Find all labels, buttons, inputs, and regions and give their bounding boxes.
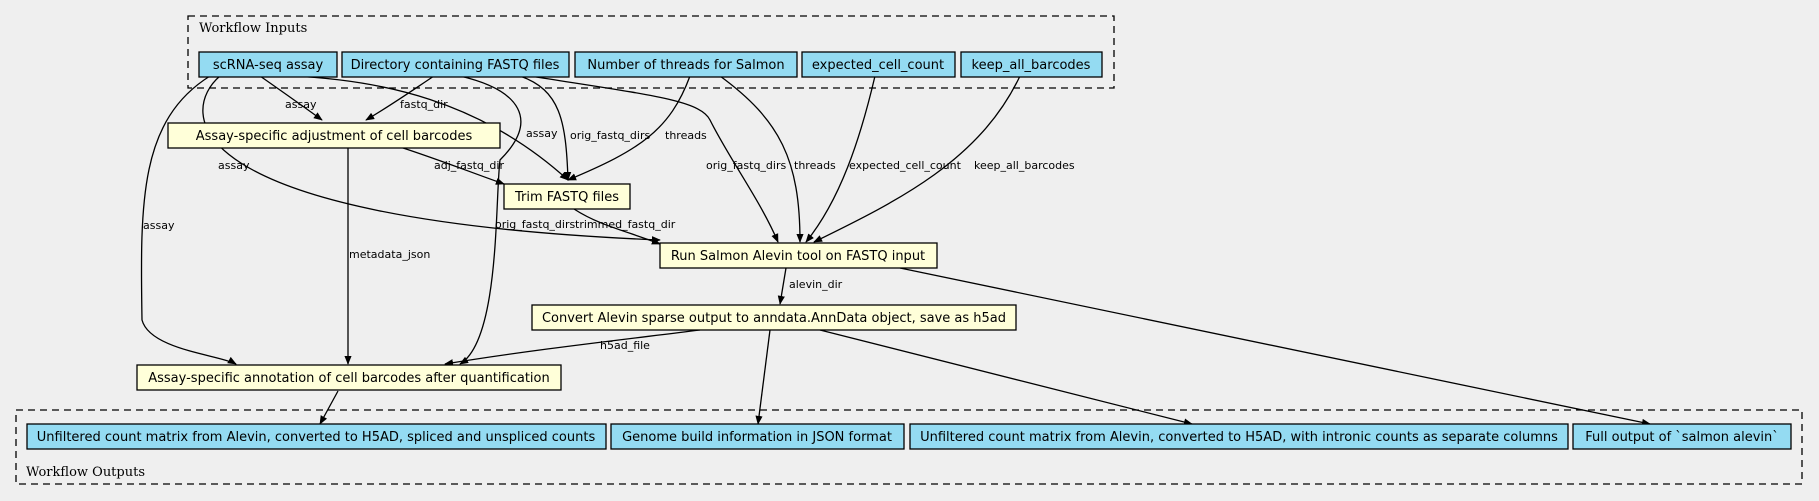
input-assay[interactable]: scRNA-seq assay (198, 51, 338, 78)
edge-label-trimmed-salmon: trimmed_fastq_dir (575, 218, 676, 231)
edge-label-assay-trim: assay (526, 127, 558, 140)
input-fastq-dir-label: Directory containing FASTQ files (351, 58, 560, 73)
outputs-cluster-label: Workflow Outputs (26, 465, 145, 480)
edge-label-h5ad-annotate: h5ad_file (600, 339, 650, 352)
edge-label-threads-salmon: threads (794, 159, 836, 172)
edge-salmon-full (899, 267, 1651, 426)
step-salmon-alevin[interactable]: Run Salmon Alevin tool on FASTQ input (659, 242, 938, 269)
edge-h5ad-annotate (444, 329, 701, 367)
edge-assay-salmon (202, 75, 661, 244)
edge-label-assay-adjust: assay (285, 98, 317, 111)
step-trim-fastq-label: Trim FASTQ files (514, 190, 619, 205)
step-salmon-alevin-label: Run Salmon Alevin tool on FASTQ input (671, 249, 925, 264)
edge-convert-genome (755, 329, 771, 425)
edge-label-assay-annotate: assay (143, 219, 175, 232)
edge-annotate-spliced (319, 390, 339, 425)
step-convert-h5ad[interactable]: Convert Alevin sparse output to anndata.… (531, 304, 1017, 331)
output-genome-build-label: Genome build information in JSON format (622, 430, 892, 445)
edge-alevin-convert (777, 267, 787, 305)
input-assay-label: scRNA-seq assay (213, 58, 324, 73)
edge-expected-salmon (805, 75, 876, 243)
step-adjust-barcodes[interactable]: Assay-specific adjustment of cell barcod… (167, 122, 501, 149)
output-spliced-counts[interactable]: Unfiltered count matrix from Alevin, con… (26, 423, 607, 450)
edge-label-adj-trim: adj_fastq_dir (434, 159, 504, 172)
edge-label-metadata-annotate: metadata_json (349, 248, 430, 261)
step-annotate-barcodes[interactable]: Assay-specific annotation of cell barcod… (136, 364, 562, 391)
edge-label-orig-trim: orig_fastq_dirs (570, 129, 650, 142)
edge-label-fastq-adjust: fastq_dir (400, 98, 448, 111)
edge-fastq-adjust (365, 75, 435, 121)
output-full-salmon-label: Full output of `salmon alevin` (1585, 430, 1779, 445)
edge-label-orig-annotate: orig_fastq_dirs (495, 218, 575, 231)
edge-trimmed-salmon (573, 208, 661, 245)
edge-assay-trim (291, 75, 569, 181)
inputs-cluster: Workflow Inputs (187, 15, 1115, 89)
edge-adj-trim (399, 146, 505, 185)
edge-label-alevin-convert: alevin_dir (789, 278, 843, 291)
edge-label-threads-trim: threads (665, 129, 707, 142)
edge-label-assay-salmon: assay (218, 159, 250, 172)
edge-orig-salmon (529, 75, 779, 243)
edge-threads-salmon (719, 75, 804, 243)
edge-orig-annotate (459, 75, 522, 365)
output-genome-build[interactable]: Genome build information in JSON format (610, 423, 905, 450)
output-spliced-counts-label: Unfiltered count matrix from Alevin, con… (37, 430, 596, 445)
outputs-cluster: Workflow Outputs (15, 409, 1803, 485)
input-fastq-dir[interactable]: Directory containing FASTQ files (341, 51, 570, 78)
inputs-cluster-label: Workflow Inputs (199, 21, 307, 36)
edge-threads-trim (567, 75, 691, 181)
step-adjust-barcodes-label: Assay-specific adjustment of cell barcod… (196, 129, 473, 144)
edge-assay-annotate (140, 75, 237, 365)
edge-orig-trim (519, 75, 572, 181)
step-trim-fastq[interactable]: Trim FASTQ files (503, 183, 631, 210)
output-intronic-counts[interactable]: Unfiltered count matrix from Alevin, con… (909, 423, 1569, 450)
input-expected-cell-count[interactable]: expected_cell_count (801, 51, 956, 78)
edge-keep-salmon (813, 75, 1021, 243)
output-full-salmon[interactable]: Full output of `salmon alevin` (1572, 423, 1792, 450)
output-intronic-counts-label: Unfiltered count matrix from Alevin, con… (920, 430, 1558, 445)
edges: assay fastq_dir assay orig_fastq_dirs th… (140, 75, 1651, 426)
edge-assay-adjust (259, 75, 323, 121)
input-threads[interactable]: Number of threads for Salmon (574, 51, 798, 78)
edge-label-orig-salmon: orig_fastq_dirs (706, 159, 786, 172)
step-annotate-barcodes-label: Assay-specific annotation of cell barcod… (148, 371, 550, 386)
edge-convert-intronic (819, 329, 1193, 426)
step-convert-h5ad-label: Convert Alevin sparse output to anndata.… (542, 311, 1006, 326)
input-threads-label: Number of threads for Salmon (587, 58, 784, 73)
input-keep-all-barcodes[interactable]: keep_all_barcodes (960, 51, 1103, 78)
input-expected-cell-count-label: expected_cell_count (812, 58, 944, 73)
input-keep-all-barcodes-label: keep_all_barcodes (972, 58, 1091, 73)
edge-label-keep-salmon: keep_all_barcodes (974, 159, 1075, 172)
edge-label-expected-salmon: expected_cell_count (849, 159, 962, 172)
